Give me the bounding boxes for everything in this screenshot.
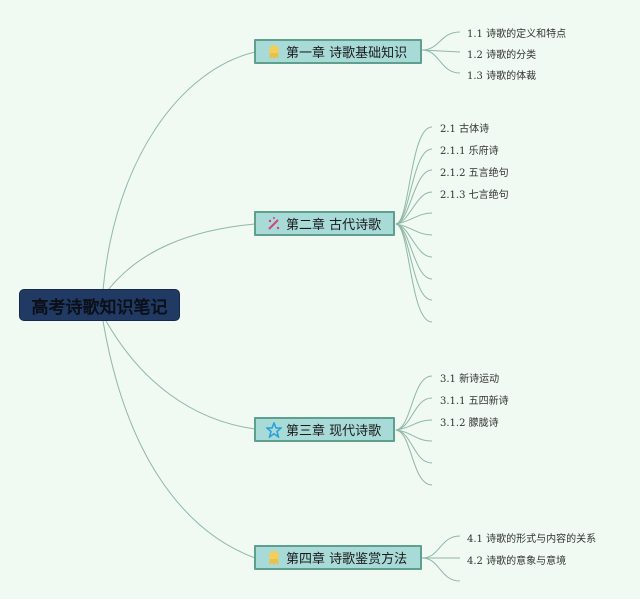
topic-4-2[interactable]: 4.2 诗歌的意象与意境 [467,556,567,567]
chapter-2-topic[interactable]: 第二章 古代诗歌 [254,211,395,236]
magic-wand-icon [266,216,282,232]
topic-1-2[interactable]: 1.2 诗歌的分类 [467,50,537,61]
root-topic-label: 高考诗歌知识笔记 [31,297,168,318]
chapter-4-topic[interactable]: 第四章 诗歌鉴赏方法 [254,545,422,570]
topic-2-1-2[interactable]: 2.1.2 五言绝句 [440,168,509,179]
topic-2-1[interactable]: 2.1 古体诗 [440,124,490,135]
chapter-3-label: 第三章 现代诗歌 [286,424,382,439]
topic-2-1-3[interactable]: 2.1.3 七言绝句 [440,190,509,201]
topic-3-1[interactable]: 3.1 新诗运动 [440,374,500,385]
chapter-1-topic[interactable]: 第一章 诗歌基础知识 [254,39,422,64]
chapter-4-label: 第四章 诗歌鉴赏方法 [286,552,408,567]
topic-3-1-1[interactable]: 3.1.1 五四新诗 [440,396,509,407]
topic-1-3[interactable]: 1.3 诗歌的体裁 [467,71,537,82]
root-topic[interactable]: 高考诗歌知识笔记 [19,289,180,321]
topic-3-1-2[interactable]: 3.1.2 朦胧诗 [440,418,499,429]
chapter-2-label: 第二章 古代诗歌 [286,218,382,233]
star-icon [266,421,282,438]
award-ribbon-icon [266,44,282,60]
chapter-1-label: 第一章 诗歌基础知识 [286,46,408,61]
award-ribbon-icon [266,550,282,566]
topic-4-1[interactable]: 4.1 诗歌的形式与内容的关系 [467,534,597,545]
topic-1-1[interactable]: 1.1 诗歌的定义和特点 [467,29,567,40]
topic-2-1-1[interactable]: 2.1.1 乐府诗 [440,146,499,157]
chapter-3-topic[interactable]: 第三章 现代诗歌 [254,417,395,442]
